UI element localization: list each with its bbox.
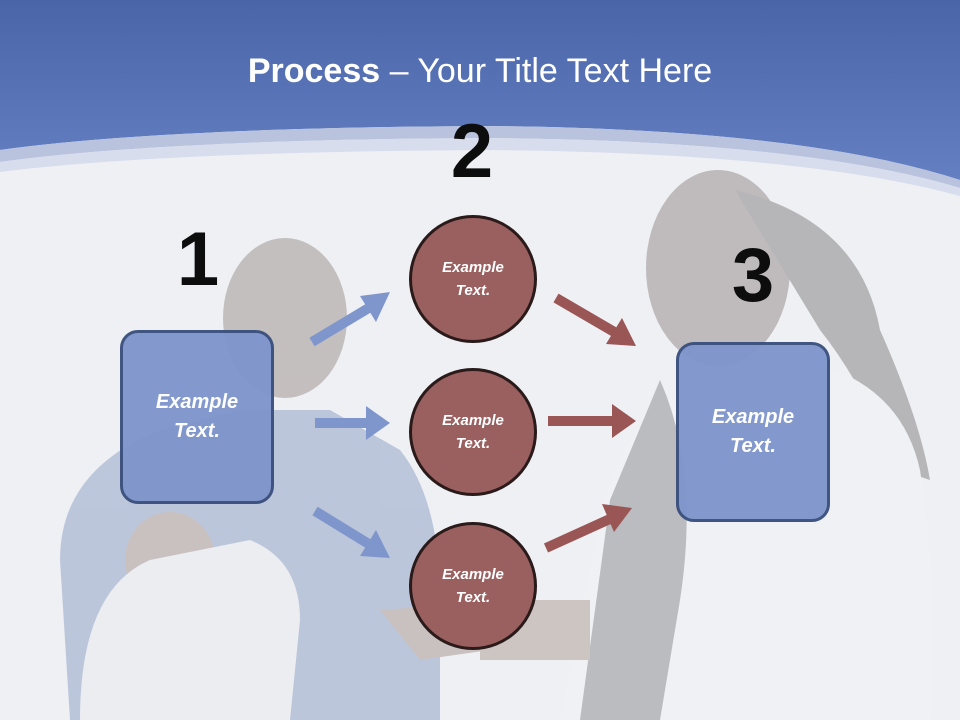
arrow-circle3-to-right: [543, 504, 632, 553]
arrow-left-to-circle3: [312, 506, 390, 558]
step-number-3: 3: [731, 233, 775, 318]
left-box-line1: Example: [155, 391, 239, 413]
left-box-line2: Text.: [174, 420, 220, 442]
title-rest: – Your Title Text Here: [380, 52, 713, 90]
circle-1-line1: Example: [442, 259, 504, 276]
arrow-left-to-circle2: [315, 406, 390, 440]
circle-3-line2: Text.: [455, 589, 491, 606]
title-bold: Process: [247, 52, 381, 90]
circle-2-line1: Example: [442, 412, 504, 429]
slide-title: Process – Your Title Text Here: [0, 52, 960, 91]
circle-2-line2: Text.: [455, 435, 491, 452]
step-number-1: 1: [176, 217, 220, 302]
arrow-circle1-to-right: [553, 293, 636, 346]
circle-3-line1: Example: [442, 566, 504, 583]
right-box-line2: Text.: [730, 435, 776, 457]
circle-1-line2: Text.: [455, 282, 491, 299]
step-number-2: 2: [450, 109, 494, 194]
right-box-line1: Example: [711, 406, 795, 428]
arrow-left-to-circle1: [309, 292, 390, 347]
arrow-circle2-to-right: [548, 404, 636, 438]
